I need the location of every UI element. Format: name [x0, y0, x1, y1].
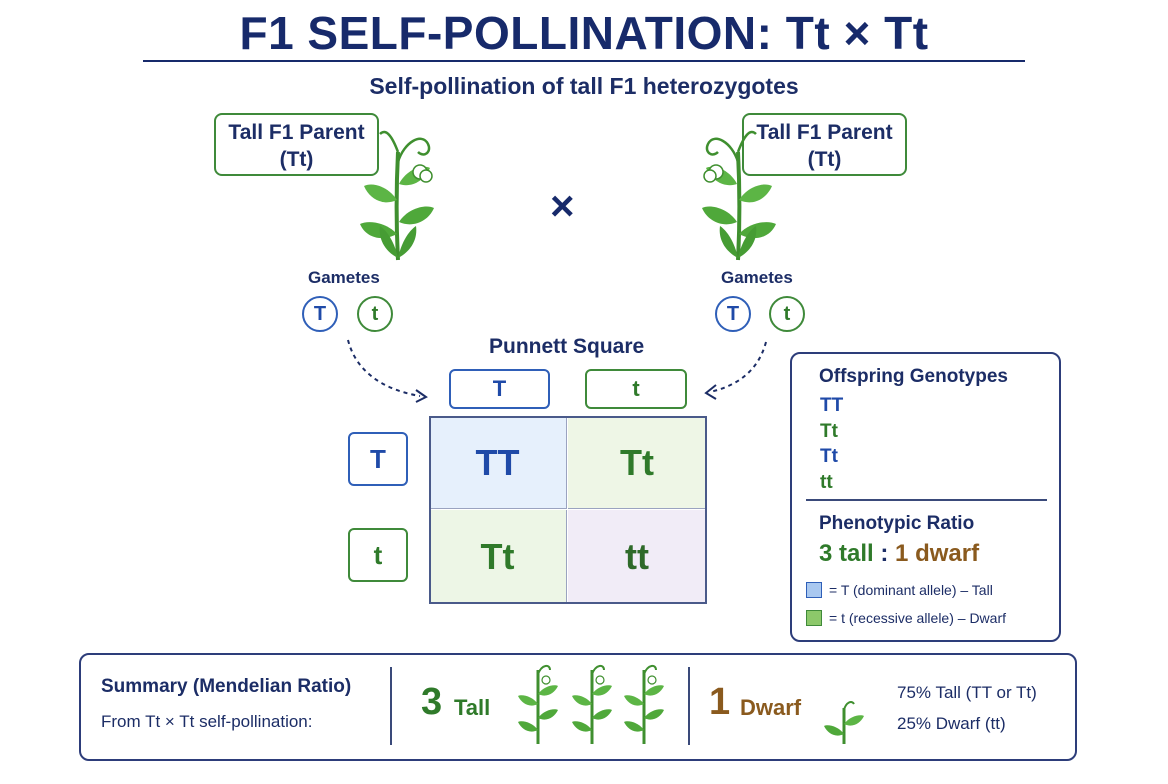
right-gamete-T: T: [715, 296, 751, 332]
summary-subtext: From Tt × Tt self-pollination:: [101, 712, 313, 731]
summary-divider-left: [390, 667, 392, 745]
panel-divider: [806, 499, 1047, 501]
info-panel: [790, 352, 1061, 642]
tall-plant-icon: [624, 664, 664, 744]
punnett-cell-Tt-bottom: Tt: [429, 510, 567, 603]
punnett-grid-border: [429, 416, 707, 604]
punnett-col-header-t: t: [585, 369, 687, 409]
punnett-row-header-t: t: [348, 528, 408, 582]
phenotypic-ratio: 3 tall : 1 dwarf: [819, 540, 979, 568]
genotype-item: TT: [820, 395, 844, 416]
title-underline: [143, 60, 1025, 62]
left-parent-plant-icon: [360, 130, 434, 261]
punnett-title: Punnett Square: [489, 335, 645, 358]
percent-dwarf: 25% Dwarf (tt): [897, 714, 1006, 733]
right-parent-line2: (Tt): [807, 148, 842, 171]
page-subtitle: Self-pollination of tall F1 heterozygote…: [369, 73, 799, 99]
legend-swatch-dominant: [806, 582, 822, 598]
tall-plant-icon: [518, 664, 558, 744]
summary-panel: [79, 653, 1077, 761]
page-title: F1 SELF-POLLINATION: Tt × Tt: [239, 7, 929, 59]
right-parent-plant-icon: [702, 130, 776, 261]
legend-dominant-text: = T (dominant allele) – Tall: [829, 582, 993, 598]
tall-plant-icon: [572, 664, 612, 744]
punnett-row-header-T: T: [348, 432, 408, 486]
dwarf-count: 1: [709, 681, 731, 723]
summary-divider-right: [688, 667, 690, 745]
right-parent-label: Tall F1 Parent (Tt): [742, 113, 907, 176]
percent-tall: 75% Tall (TT or Tt): [897, 683, 1037, 702]
left-gamete-T: T: [302, 296, 338, 332]
genotype-item: Tt: [820, 446, 838, 467]
genotypes-heading: Offspring Genotypes: [819, 366, 1008, 387]
ratio-separator: :: [880, 540, 889, 567]
tall-label: Tall: [454, 695, 491, 720]
ratio-heading: Phenotypic Ratio: [819, 513, 975, 534]
right-parent-line1: Tall F1 Parent: [756, 121, 893, 144]
dwarf-plant-icon: [824, 701, 864, 744]
punnett-col-header-T: T: [449, 369, 550, 409]
punnett-cell-TT: TT: [429, 416, 567, 509]
summary-heading: Summary (Mendelian Ratio): [101, 676, 352, 697]
tall-plants-icon: [518, 664, 664, 744]
left-gamete-t: t: [357, 296, 393, 332]
left-parent-line1: Tall F1 Parent: [228, 121, 365, 144]
left-parent-line2: (Tt): [279, 148, 314, 171]
ratio-dwarf: 1 dwarf: [895, 540, 980, 567]
genotype-item: Tt: [820, 421, 838, 442]
genotype-item: tt: [820, 472, 833, 493]
right-gametes-label: Gametes: [721, 268, 793, 287]
left-gamete-arrow: [347, 339, 428, 403]
right-gamete-t: t: [769, 296, 805, 332]
tall-count: 3: [421, 681, 443, 723]
punnett-cell-tt: tt: [568, 510, 706, 603]
ratio-tall: 3 tall: [819, 540, 874, 567]
punnett-cell-Tt-top: Tt: [568, 416, 706, 509]
legend-recessive-text: = t (recessive allele) – Dwarf: [829, 610, 1007, 626]
legend-swatch-recessive: [806, 610, 822, 626]
right-gamete-arrow: [704, 341, 767, 400]
left-parent-label: Tall F1 Parent (Tt): [214, 113, 379, 176]
dwarf-label: Dwarf: [740, 695, 802, 720]
cross-symbol: ×: [550, 182, 575, 229]
left-gametes-label: Gametes: [308, 268, 380, 287]
